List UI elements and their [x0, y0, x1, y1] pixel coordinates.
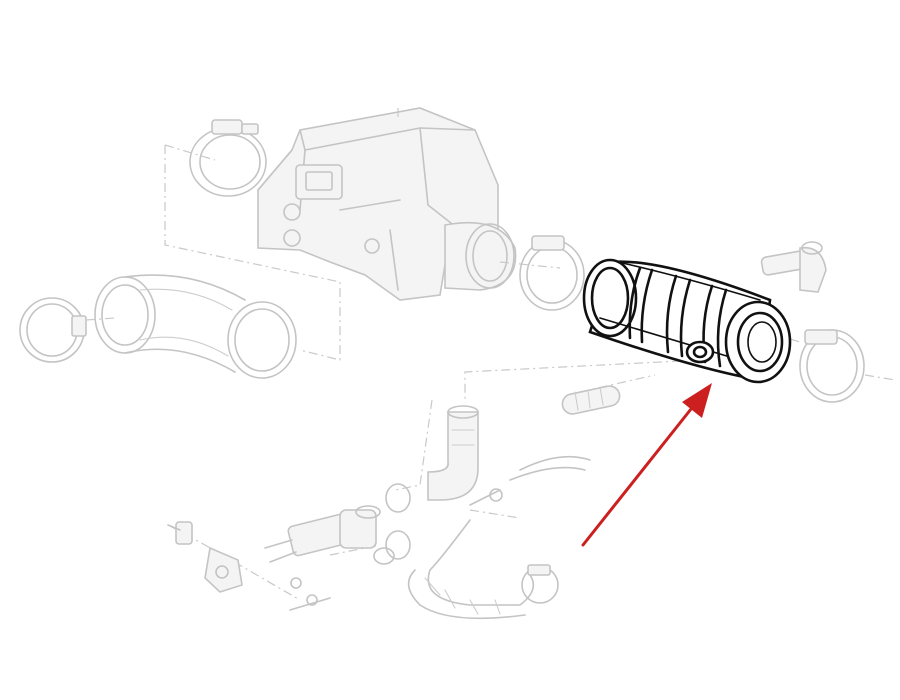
- pointer-arrow: [581, 383, 712, 547]
- vertical-elbow-hose: [427, 405, 479, 501]
- left-elbow-hose: [19, 274, 297, 379]
- vacuum-hose: [469, 455, 591, 506]
- air-flow-meter: [189, 107, 517, 301]
- t-fitting-valve: [264, 505, 395, 565]
- lower-hose: [407, 519, 535, 620]
- small-clamps: [385, 483, 559, 604]
- clamp-left: [519, 235, 585, 311]
- intake-boot: [582, 258, 792, 384]
- bracket-and-bolts: [167, 521, 331, 611]
- small-hose-connector: [561, 385, 621, 415]
- clamp-right: [799, 329, 865, 403]
- elbow-fitting: [760, 241, 827, 293]
